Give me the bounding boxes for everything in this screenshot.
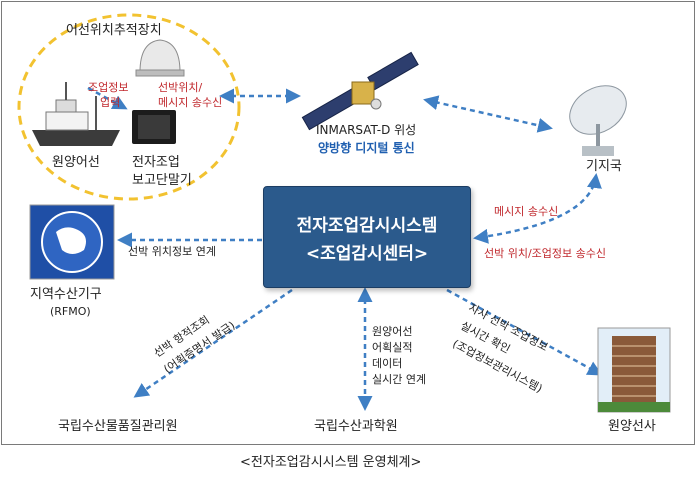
terminal-label-2: 보고단말기	[132, 173, 192, 188]
fishing-vessel-label: 원양어선	[52, 155, 100, 170]
terminal-icon	[132, 110, 176, 144]
company-label: 원양선사	[608, 419, 656, 434]
input-label-2: 입력	[100, 96, 121, 109]
nifs-link-label-2: 어획실적	[372, 341, 413, 354]
monitoring-center-box: 전자조업감시시스템 <조업감시센터>	[263, 186, 471, 288]
terminal-label-1: 전자조업	[132, 155, 180, 170]
arrow-center-company	[446, 288, 603, 376]
outer-frame	[1, 1, 695, 445]
rfmo-label-2: (RFMO)	[50, 305, 91, 318]
sat-link-label-2: 메시지 송수신	[158, 96, 223, 109]
rfmo-link-label: 선박 위치정보 연계	[128, 245, 216, 258]
nifs-link-label-3: 데이터	[372, 357, 403, 370]
nifs-label: 국립수산과학원	[314, 419, 398, 434]
vms-device-label: 어선위치추적장치	[66, 23, 162, 38]
arrow-station-center	[473, 173, 602, 244]
pos-exchange-label: 선박 위치/조업정보 송수신	[484, 247, 607, 260]
msg-exchange-label: 메시지 송수신	[494, 205, 559, 218]
fishing-vessel-icon	[32, 82, 120, 146]
company-building-icon	[597, 327, 671, 413]
sat-link-label-1: 선박위치/	[158, 81, 203, 94]
ground-station-icon	[569, 85, 627, 156]
vessel-group-circle	[17, 13, 241, 201]
satellite-sub-label: 양방향 디지털 통신	[318, 141, 415, 155]
caption: <전자조업감시시스템 운영체계>	[240, 455, 422, 470]
rfmo-label-1: 지역수산기구	[30, 287, 102, 302]
vms-device-icon	[135, 39, 185, 77]
center-subtitle: <조업감시센터>	[305, 244, 429, 264]
nifs-link-label-1: 원양어선	[372, 325, 413, 338]
center-title: 전자조업감시시스템	[296, 216, 438, 236]
ground-station-label: 기지국	[586, 159, 622, 174]
arrow-satellite-station	[423, 95, 553, 133]
rfmo-logo-icon	[29, 204, 115, 280]
nfqs-label: 국립수산물품질관리원	[58, 419, 178, 434]
satellite-icon	[301, 51, 419, 131]
satellite-label: INMARSAT-D 위성	[316, 123, 417, 137]
arrow-vessel-terminal	[87, 86, 128, 110]
arrow-center-nfqs	[133, 288, 293, 398]
nifs-link-label-4: 실시간 연계	[372, 373, 427, 386]
input-label-1: 조업정보	[88, 81, 129, 94]
